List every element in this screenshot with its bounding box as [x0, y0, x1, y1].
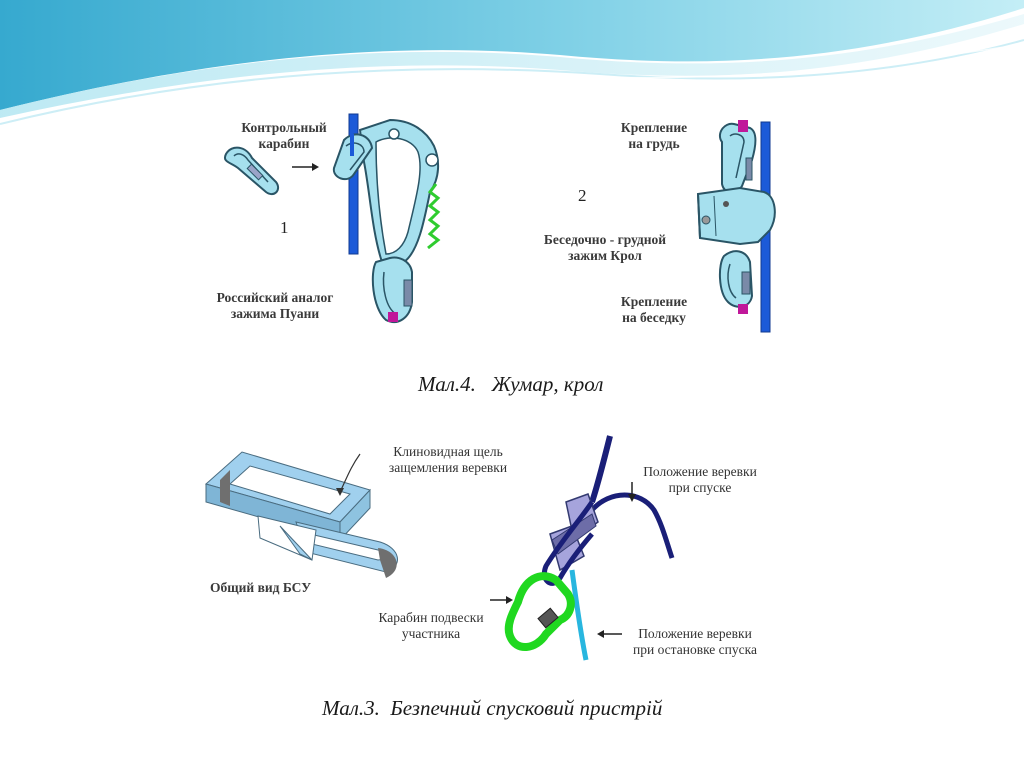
descender-drawing [204, 435, 675, 661]
figure-number-1: 1 [280, 218, 289, 237]
arrow-right-carabiner-icon [490, 596, 513, 604]
arrow-down-icon [628, 482, 636, 502]
jumar-device-icon [332, 118, 441, 323]
jumar-krol-drawing [224, 113, 776, 333]
arrow-left-stop-icon [597, 630, 622, 638]
label-general-view: Общий вид БСУ [210, 580, 312, 595]
caption-top: Мал.4. Жумар, крол [418, 372, 604, 396]
descender-in-use-icon [504, 435, 675, 661]
bsu-device-icon [204, 451, 398, 578]
figure-number-2: 2 [578, 186, 587, 205]
header-wave [0, 0, 1024, 125]
arrow-right-icon [292, 163, 319, 171]
rope-left [348, 113, 359, 255]
control-carabiner-icon [224, 146, 280, 196]
arrow-wedge-icon [336, 453, 361, 496]
caption-bottom: Мал.3. Безпечний спусковий пристрій [322, 696, 663, 720]
krol-device-icon [696, 120, 776, 314]
